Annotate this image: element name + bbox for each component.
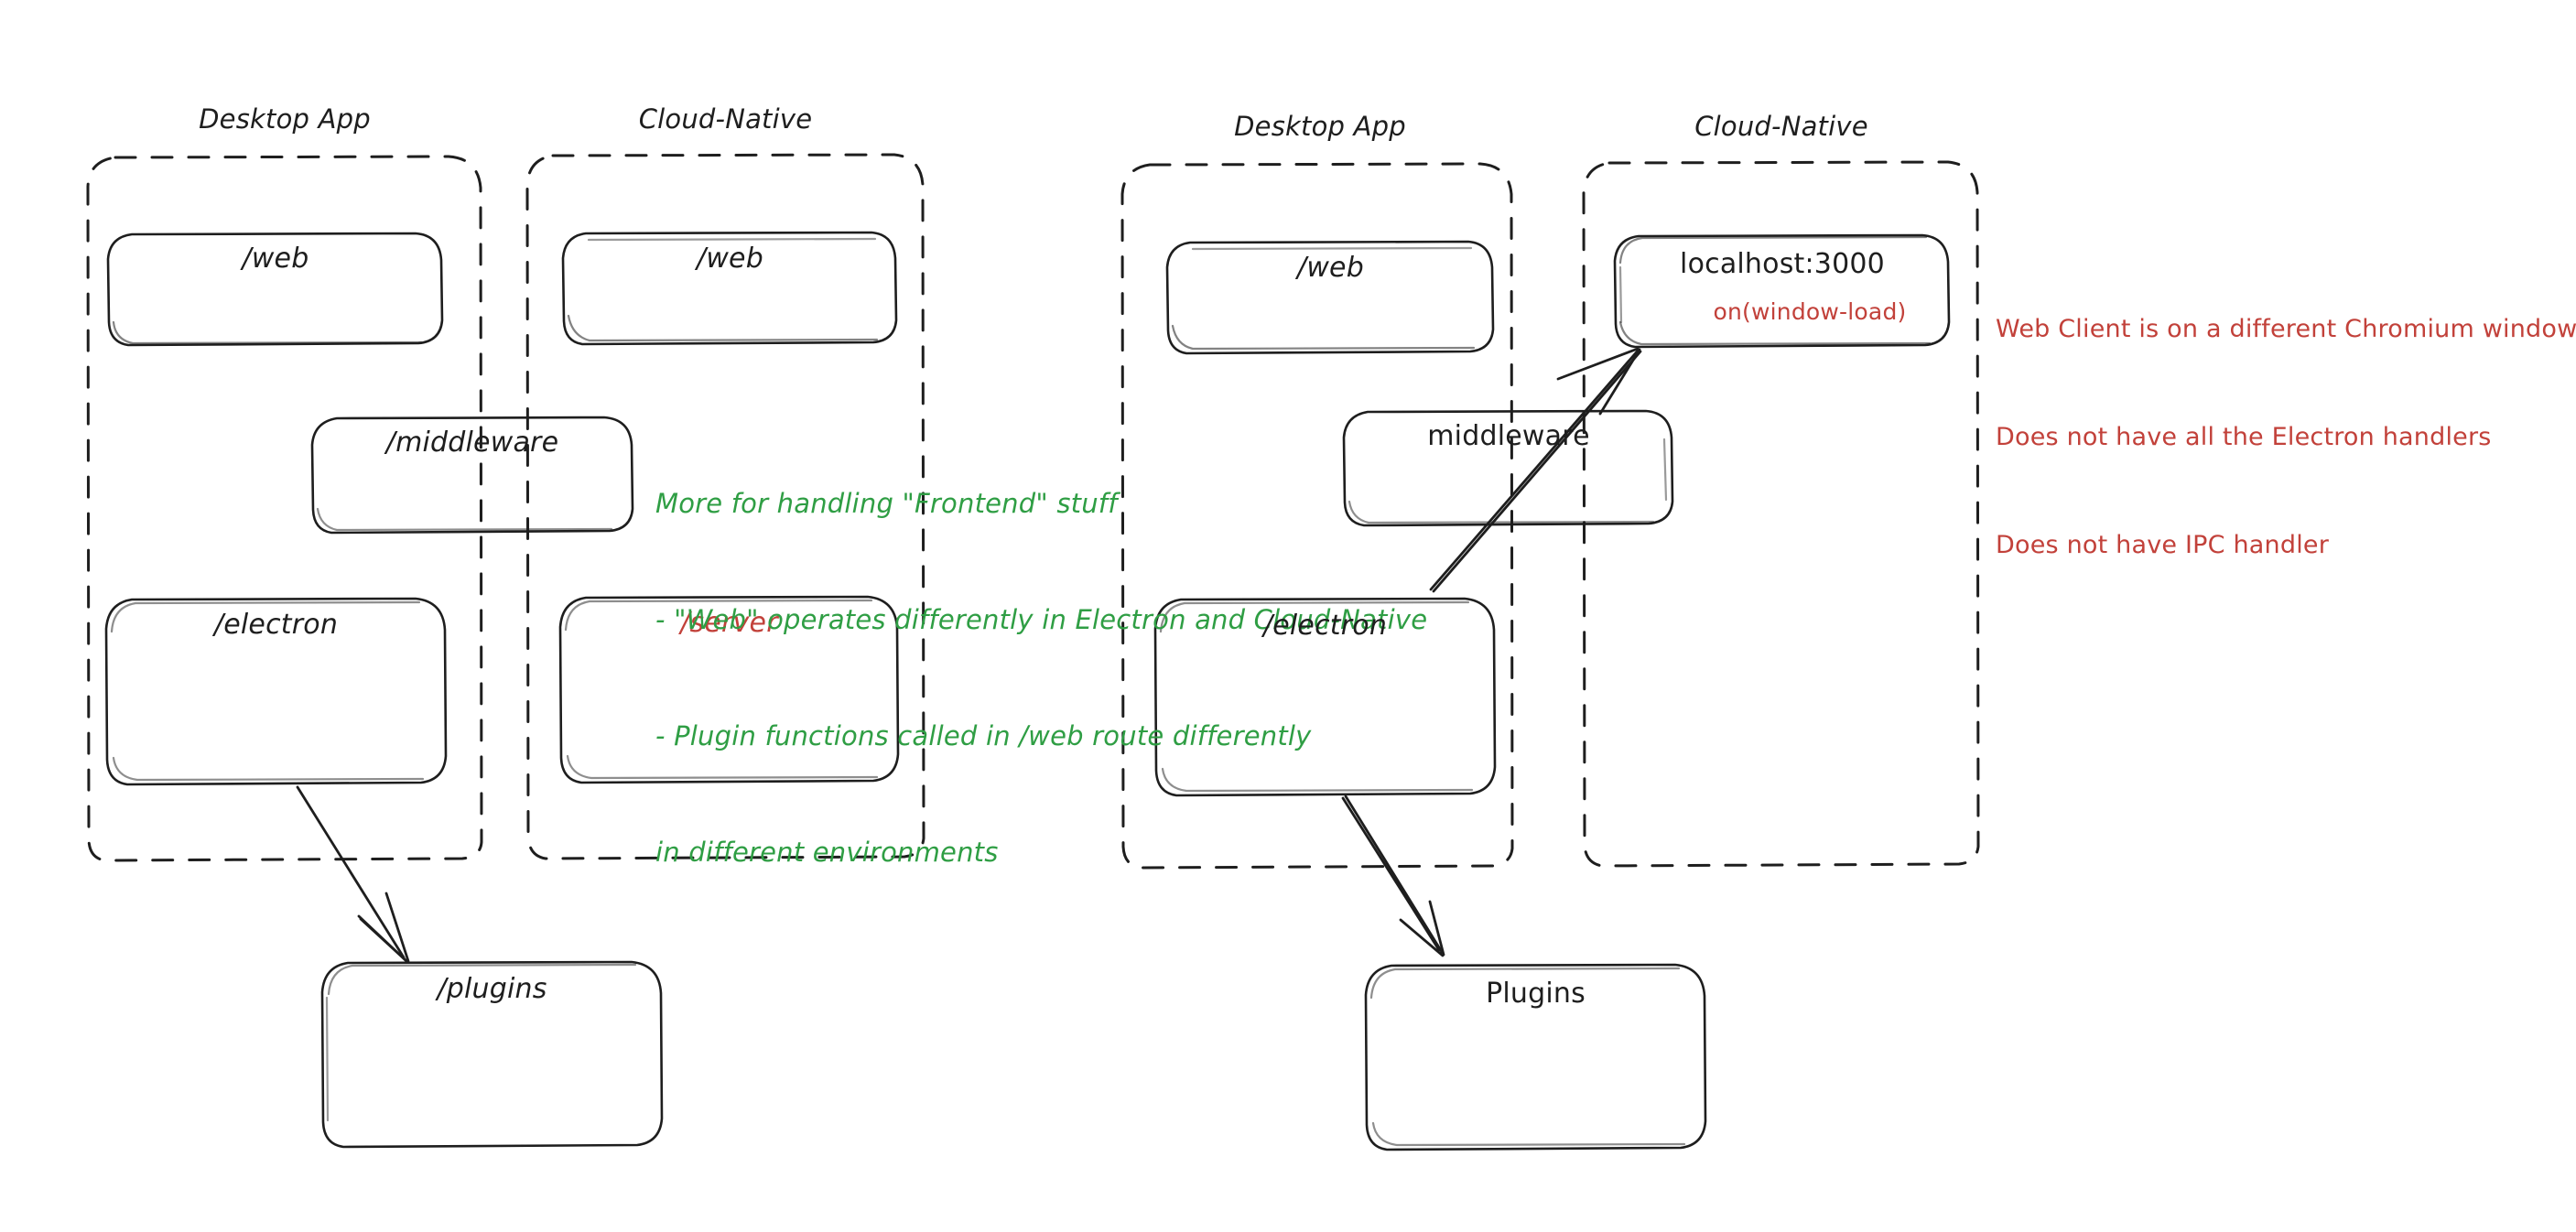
group-title-left-cloud-native: Cloud-Native bbox=[638, 103, 813, 135]
group-title-right-cloud-native: Cloud-Native bbox=[1694, 111, 1868, 142]
box-outline-right-electron bbox=[1153, 597, 1497, 797]
box-label-left-middleware: /middleware bbox=[385, 427, 559, 459]
note-green-line-4: in different environments bbox=[655, 836, 999, 868]
box-outline-left-desktop-web bbox=[106, 232, 444, 347]
box-label-left-plugins: /plugins bbox=[437, 973, 547, 1005]
group-title-right-desktop-app: Desktop App bbox=[1234, 111, 1406, 142]
box-outline-left-server bbox=[558, 595, 900, 784]
group-outline-right-desktop-app bbox=[1120, 162, 1514, 870]
box-outline-right-middleware bbox=[1342, 409, 1674, 527]
box-outline-left-middleware bbox=[310, 416, 634, 535]
note-red-line-2: Does not have all the Electron handlers bbox=[1996, 423, 2492, 452]
note-green-line-1: More for handling "Frontend" stuff bbox=[655, 487, 1118, 519]
note-green-line-2: - "Web" operates differently in Electron… bbox=[655, 603, 1428, 635]
group-outline-right-cloud-native bbox=[1582, 160, 1980, 868]
box-outline-left-electron bbox=[104, 597, 448, 786]
group-title-left-desktop-app: Desktop App bbox=[199, 103, 371, 135]
box-outline-right-desktop-web bbox=[1165, 240, 1495, 355]
box-outline-left-plugins bbox=[320, 960, 664, 1149]
box-outline-left-cloud-web bbox=[561, 231, 898, 346]
note-green-line-3: - Plugin functions called in /web route … bbox=[655, 719, 1312, 751]
box-label-right-localhost: localhost:3000 bbox=[1680, 248, 1885, 280]
group-outline-left-cloud-native bbox=[525, 153, 925, 860]
box-label-left-cloud-web: /web bbox=[697, 243, 763, 275]
box-label-right-electron: /electron bbox=[1262, 610, 1388, 642]
note-red-web-client: Web Client is on a different Chromium wi… bbox=[1996, 239, 2576, 635]
note-red-line-3: Does not have IPC handler bbox=[1996, 531, 2330, 560]
arrow-left-electron-to-plugins bbox=[296, 785, 410, 963]
box-label-right-middleware: middleware bbox=[1427, 420, 1590, 452]
box-label-left-electron: /electron bbox=[213, 609, 339, 641]
box-outline-right-plugins bbox=[1364, 963, 1707, 1151]
group-outline-left-desktop-app bbox=[86, 155, 483, 862]
box-sublabel-right-localhost-on-window-load: on(window-load) bbox=[1713, 298, 1907, 325]
box-label-left-server: /server bbox=[680, 607, 778, 639]
arrow-right-electron-to-plugins bbox=[1341, 794, 1445, 957]
note-green-frontend: More for handling "Frontend" stuff - "We… bbox=[655, 406, 1427, 949]
arrow-right-electron-to-localhost bbox=[1429, 347, 1642, 593]
box-label-right-desktop-web: /web bbox=[1297, 252, 1364, 284]
box-label-left-desktop-web: /web bbox=[242, 243, 309, 275]
note-red-line-1: Web Client is on a different Chromium wi… bbox=[1996, 314, 2576, 343]
box-label-right-plugins: Plugins bbox=[1486, 978, 1586, 1010]
box-outline-right-localhost bbox=[1613, 233, 1951, 349]
